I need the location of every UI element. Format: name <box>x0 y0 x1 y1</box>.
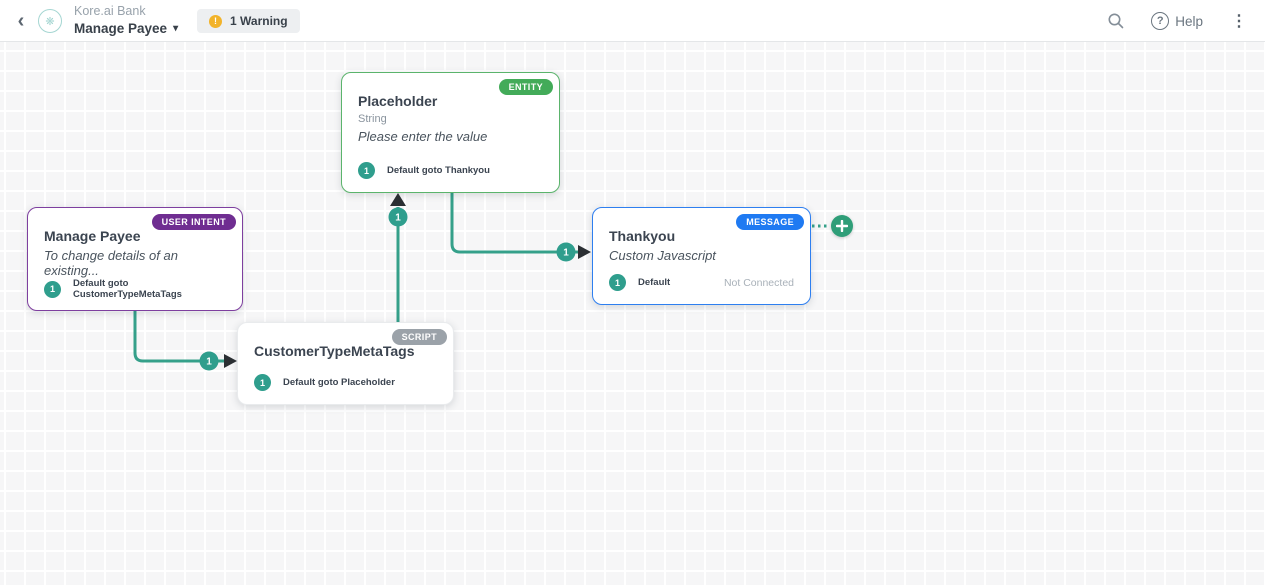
svg-text:1: 1 <box>395 213 401 224</box>
connection-layer: 1 1 1 <box>133 193 830 371</box>
task-selector-label: Manage Payee <box>74 20 168 36</box>
search-icon <box>1108 13 1124 29</box>
help-label: Help <box>1175 13 1203 29</box>
flow-node-placeholder[interactable]: ENTITY Placeholder String Please enter t… <box>341 72 560 193</box>
transition-label: Default <box>638 277 671 288</box>
task-selector-dropdown[interactable]: Manage Payee ▾ <box>74 20 178 38</box>
transition-index-badge: 1 <box>609 274 626 291</box>
node-transition-row[interactable]: 1 Default goto CustomerTypeMetaTags <box>44 278 226 300</box>
flow-node-customertypemetatags[interactable]: SCRIPT CustomerTypeMetaTags 1 Default go… <box>237 322 454 405</box>
warning-icon: ! <box>209 14 222 28</box>
arrowhead-icon <box>578 245 591 259</box>
kebab-icon: ⋮ <box>1231 13 1247 30</box>
connection-badge[interactable]: 1 <box>556 242 576 262</box>
connection-managepayee-to-script: 1 <box>133 311 237 371</box>
node-transition-row[interactable]: 1 Default goto Placeholder <box>254 374 437 391</box>
add-node-button[interactable] <box>831 215 853 237</box>
node-subtitle: String <box>358 113 387 125</box>
flow-node-manage-payee[interactable]: USER INTENT Manage Payee To change detai… <box>27 207 243 311</box>
connection-script-to-placeholder: 1 <box>388 193 408 322</box>
connection-badge[interactable]: 1 <box>388 207 408 227</box>
node-description: Custom Javascript <box>609 248 716 263</box>
arrowhead-icon <box>390 193 406 206</box>
chevron-down-icon: ▾ <box>173 23 179 35</box>
kore-bot-logo-icon: ❋ <box>38 9 62 33</box>
node-transition-row[interactable]: 1 Default Not Connected <box>609 274 794 291</box>
node-description: Please enter the value <box>358 129 488 144</box>
plus-icon <box>836 220 848 232</box>
connection-badge[interactable]: 1 <box>199 351 219 371</box>
node-type-badge: ENTITY <box>498 79 553 95</box>
chevron-left-icon: ‹ <box>17 9 25 32</box>
transition-index-badge: 1 <box>358 162 375 179</box>
node-description: To change details of an existing... <box>44 248 178 278</box>
transition-index-badge: 1 <box>44 280 61 298</box>
flow-node-thankyou[interactable]: MESSAGE Thankyou Custom Javascript 1 Def… <box>592 207 811 305</box>
arrowhead-icon <box>224 354 237 368</box>
transition-label: Default goto Placeholder <box>283 377 395 388</box>
transition-label: Default goto Thankyou <box>387 165 490 176</box>
node-type-badge: USER INTENT <box>151 214 236 230</box>
app-title: Kore.ai Bank <box>74 4 146 18</box>
help-button[interactable]: ? Help <box>1151 12 1203 30</box>
svg-text:1: 1 <box>206 357 212 368</box>
node-title: CustomerTypeMetaTags <box>254 343 415 359</box>
node-title: Thankyou <box>609 228 676 244</box>
node-transition-row[interactable]: 1 Default goto Thankyou <box>358 162 543 179</box>
not-connected-status: Not Connected <box>723 276 794 289</box>
svg-text:1: 1 <box>563 248 569 259</box>
title-stack: Kore.ai Bank Manage Payee ▾ <box>74 3 178 38</box>
back-button[interactable]: ‹ <box>8 7 34 35</box>
kebab-menu-button[interactable]: ⋮ <box>1227 11 1251 31</box>
connection-placeholder-to-thankyou: 1 <box>450 193 591 262</box>
warning-chip[interactable]: ! 1 Warning <box>197 9 300 33</box>
search-button[interactable] <box>1105 10 1127 32</box>
top-bar: ‹ ❋ Kore.ai Bank Manage Payee ▾ ! 1 Warn… <box>0 0 1265 42</box>
node-type-badge: MESSAGE <box>736 214 804 230</box>
node-title: Manage Payee <box>44 228 141 244</box>
dialog-flow-canvas[interactable]: 1 1 1 ENTITY Placeholder String <box>0 42 1265 585</box>
node-title: Placeholder <box>358 93 438 109</box>
question-circle-icon: ? <box>1151 12 1170 30</box>
transition-label: Default goto CustomerTypeMetaTags <box>73 278 182 300</box>
node-type-badge: SCRIPT <box>391 329 447 345</box>
transition-index-badge: 1 <box>254 374 271 391</box>
header-actions: ? Help ⋮ <box>1105 0 1251 42</box>
warning-label: 1 Warning <box>230 14 288 28</box>
